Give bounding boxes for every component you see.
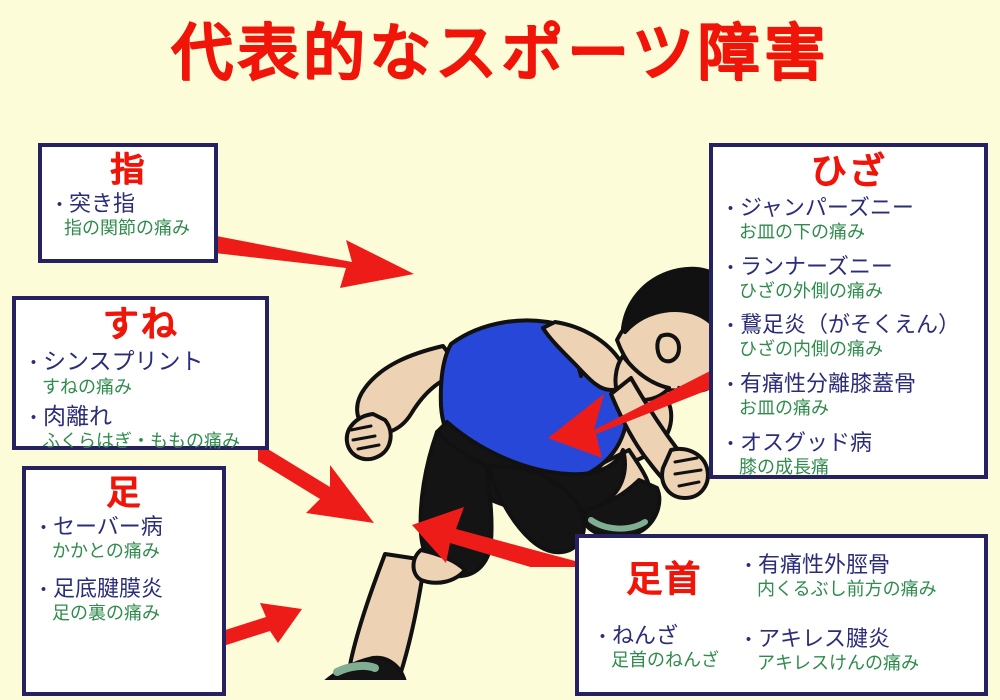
list-item: ・鵞足炎（がそくえん） ひざの内側の痛み xyxy=(721,313,976,361)
box-title-knee: ひざ xyxy=(810,151,887,192)
info-box-foot: 足 ・セーバー病 かかとの痛み ・足底腱膜炎 足の裏の痛み xyxy=(22,466,226,696)
item-name: ・突き指 xyxy=(50,192,206,218)
ankle-grid: 足首 ・有痛性外脛骨 内くるぶし前方の痛み ・ねんざ 足首のねんざ ・アキレス腱… xyxy=(589,544,974,686)
front-shin xyxy=(347,552,427,680)
item-description: 膝の成長痛 xyxy=(739,456,829,478)
item-label: アキレス腱炎 xyxy=(758,626,891,652)
box-title-ankle: 足首 xyxy=(625,558,702,600)
ear xyxy=(655,332,681,364)
item-label: 鵞足炎（がそくえん） xyxy=(740,313,961,339)
list-item: ・肉離れ ふくらはぎ・ももの痛み xyxy=(24,404,257,453)
bullet-icon: ・ xyxy=(24,352,44,375)
list-item: ・アキレス腱炎 アキレスけんの痛み xyxy=(739,627,974,675)
item-label: 足底腱膜炎 xyxy=(53,576,164,602)
bullet-icon: ・ xyxy=(721,256,741,279)
bullet-icon: ・ xyxy=(721,198,741,221)
arrow-to-knee xyxy=(548,368,718,458)
info-box-knee: ひざ ・ジャンパーズニー お皿の下の痛み ・ランナーズニー ひざの外側の痛み ・… xyxy=(709,143,988,479)
bullet-icon: ・ xyxy=(50,194,70,217)
item-label: オスグッド病 xyxy=(740,430,873,456)
item-label: 突き指 xyxy=(69,192,136,218)
page-title: 代表的なスポーツ障害 xyxy=(170,16,830,89)
info-box-finger: 指 ・突き指 指の関節の痛み xyxy=(38,143,218,263)
item-description: 指の関節の痛み xyxy=(64,218,190,240)
item-description: ひざの外側の痛み xyxy=(739,280,883,302)
item-description: ふくらはぎ・ももの痛み xyxy=(42,431,240,453)
item-description: お皿の痛み xyxy=(739,397,829,419)
item-name: ・有痛性分離膝蓋骨 xyxy=(721,372,976,398)
list-item: ・ランナーズニー ひざの外側の痛み xyxy=(721,255,976,303)
item-label: シンスプリント xyxy=(43,349,204,376)
info-box-ankle: 足首 ・有痛性外脛骨 内くるぶし前方の痛み ・ねんざ 足首のねんざ ・アキレス腱… xyxy=(575,534,988,696)
item-label: ジャンパーズニー xyxy=(740,196,914,222)
arrow-shape xyxy=(548,368,718,458)
item-name: ・鵞足炎（がそくえん） xyxy=(721,313,976,339)
item-list-shin: ・シンスプリント すねの痛み ・肉離れ ふくらはぎ・ももの痛み xyxy=(24,349,257,452)
arrow-to-hand xyxy=(206,234,414,288)
item-description: すねの痛み xyxy=(42,376,132,398)
bullet-icon: ・ xyxy=(34,578,54,601)
box-title-foot: 足 xyxy=(106,473,142,513)
box-title-finger: 指 xyxy=(110,150,146,190)
item-name: ・アキレス腱炎 xyxy=(739,627,974,653)
info-box-shin: すね ・シンスプリント すねの痛み ・肉離れ ふくらはぎ・ももの痛み xyxy=(12,296,269,452)
list-item: ・ねんざ 足首のねんざ xyxy=(589,624,739,672)
item-description: お皿の下の痛み xyxy=(739,222,865,244)
item-label: ねんざ xyxy=(612,623,679,649)
item-name: ・シンスプリント xyxy=(24,349,257,376)
item-description: かかとの痛み xyxy=(52,541,160,563)
rear-shoe-accent xyxy=(588,517,648,532)
item-description: 足首のねんざ xyxy=(611,649,719,671)
item-description: アキレスけんの痛み xyxy=(757,652,919,674)
item-description: 足の裏の痛み xyxy=(52,602,160,624)
arrow-to-shin xyxy=(258,443,374,523)
arrow-to-ankle xyxy=(412,507,590,567)
list-item: ・シンスプリント すねの痛み xyxy=(24,349,257,398)
shoulder xyxy=(541,320,628,392)
bullet-icon: ・ xyxy=(739,628,759,651)
list-item: ・有痛性外脛骨 内くるぶし前方の痛み xyxy=(739,553,974,601)
item-name: ・セーバー病 xyxy=(34,515,214,541)
bullet-icon: ・ xyxy=(24,407,44,430)
item-label: セーバー病 xyxy=(53,515,163,541)
item-description: 内くるぶし前方の痛み xyxy=(757,578,937,600)
front-shoe-collar-accent xyxy=(333,661,379,676)
box-title-shin: すね xyxy=(102,304,179,345)
item-label: 有痛性分離膝蓋骨 xyxy=(740,372,917,398)
arrow-shape xyxy=(216,603,302,647)
item-label: 肉離れ xyxy=(43,404,113,431)
list-item: ・オスグッド病 膝の成長痛 xyxy=(721,431,976,479)
bullet-icon: ・ xyxy=(721,315,741,338)
arrow-shape xyxy=(206,234,414,288)
list-item: ・足底腱膜炎 足の裏の痛み xyxy=(34,577,214,625)
list-item: ・有痛性分離膝蓋骨 お皿の痛み xyxy=(721,372,976,420)
front-fist-knuckles xyxy=(673,456,703,488)
item-list-knee: ・ジャンパーズニー お皿の下の痛み ・ランナーズニー ひざの外側の痛み ・鵞足炎… xyxy=(721,196,976,478)
item-name: ・有痛性外脛骨 xyxy=(739,553,974,579)
arrow-shape xyxy=(412,507,590,567)
bullet-icon: ・ xyxy=(34,517,54,540)
item-name: ・ジャンパーズニー xyxy=(721,196,976,222)
item-list-foot: ・セーバー病 かかとの痛み ・足底腱膜炎 足の裏の痛み xyxy=(34,515,214,624)
arrow-shape xyxy=(258,443,374,523)
item-label: ランナーズニー xyxy=(740,254,893,280)
back-fist-knuckles xyxy=(349,424,381,451)
list-item: ・ジャンパーズニー お皿の下の痛み xyxy=(721,196,976,244)
list-item: ・セーバー病 かかとの痛み xyxy=(34,515,214,563)
bullet-icon: ・ xyxy=(721,374,741,397)
item-name: ・肉離れ xyxy=(24,404,257,431)
item-name: ・ねんざ xyxy=(593,624,739,650)
item-name: ・ランナーズニー xyxy=(721,255,976,281)
item-list-finger: ・突き指 指の関節の痛み xyxy=(50,192,206,240)
ankle-title-cell: 足首 xyxy=(589,559,739,600)
item-label: 有痛性外脛骨 xyxy=(758,552,891,578)
list-item: ・突き指 指の関節の痛み xyxy=(50,192,206,240)
bullet-icon: ・ xyxy=(739,554,759,577)
item-name: ・足底腱膜炎 xyxy=(34,577,214,603)
item-description: ひざの内側の痛み xyxy=(739,339,883,361)
bullet-icon: ・ xyxy=(721,432,741,455)
bullet-icon: ・ xyxy=(593,625,613,648)
arrow-to-shoe xyxy=(216,603,302,647)
item-name: ・オスグッド病 xyxy=(721,431,976,457)
